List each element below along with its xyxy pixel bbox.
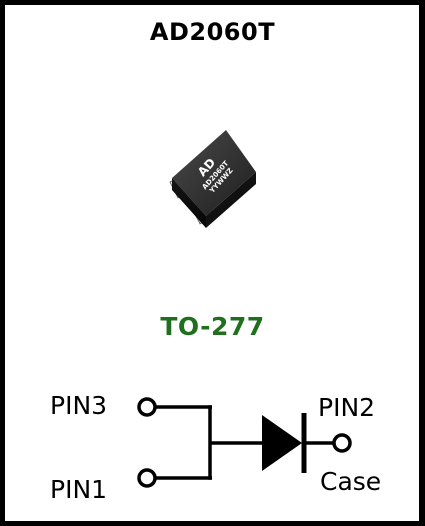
chip-body-top <box>172 130 256 216</box>
pin3-label: PIN3 <box>50 391 108 420</box>
pin2-label: PIN2 <box>318 393 376 422</box>
diode-symbol <box>262 415 302 471</box>
pin1-terminal <box>137 468 157 488</box>
part-number-title: AD2060T <box>149 18 276 46</box>
package-name: TO-277 <box>160 312 265 341</box>
pin1-label: PIN1 <box>50 475 108 504</box>
chip-body-side <box>172 178 206 228</box>
pin3-terminal <box>137 397 157 417</box>
case-label: Case <box>320 467 382 496</box>
chip-body-front <box>206 172 256 228</box>
pin2-terminal <box>332 433 352 453</box>
